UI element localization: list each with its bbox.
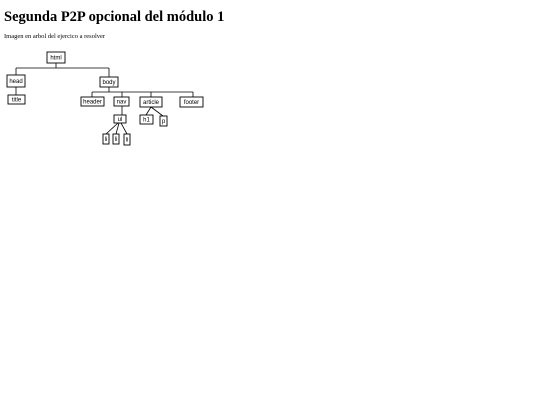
connector-article-p — [150, 106, 164, 117]
tree-node-ul: ul — [113, 114, 127, 124]
node-label-html: html — [50, 56, 61, 62]
node-label-h1: h1 — [143, 118, 150, 124]
node-label-li-1: li — [105, 137, 108, 143]
tree-node-h1: h1 — [139, 114, 154, 125]
page-subtitle: Imagen en arbol del ejercico a resolver — [4, 33, 106, 40]
tree-node-head: head — [6, 74, 26, 88]
tree-node-nav: nav — [113, 96, 130, 107]
tree-node-footer: footer — [179, 96, 204, 108]
node-label-li-3: li — [126, 138, 129, 144]
tree-node-p: p — [159, 115, 168, 127]
node-label-body: body — [102, 80, 115, 86]
tree-node-li-3: li — [123, 133, 131, 146]
node-label-head: head — [9, 79, 22, 85]
node-label-nav: nav — [117, 100, 127, 106]
tree-node-li-1: li — [102, 133, 110, 145]
node-label-title: title — [12, 98, 22, 104]
node-label-header: header — [83, 100, 102, 106]
page-title: Segunda P2P opcional del módulo 1 — [4, 9, 225, 25]
tree-node-li-2: li — [112, 133, 120, 145]
connector-ul-li-1 — [105, 122, 119, 135]
connector-ul-li-2 — [115, 122, 120, 135]
node-label-footer: footer — [184, 100, 199, 106]
node-label-ul: ul — [118, 117, 123, 123]
connector-article-h1 — [145, 106, 152, 116]
connector-ul-li-3 — [120, 122, 128, 135]
tree-node-title: title — [7, 94, 26, 105]
tree-node-body: body — [99, 76, 119, 88]
tree-node-header: header — [80, 96, 105, 107]
node-label-article: article — [143, 100, 160, 106]
node-label-p: p — [162, 119, 166, 125]
tree-node-article: article — [139, 96, 163, 108]
node-label-li-2: li — [115, 137, 118, 143]
tree-node-html: html — [46, 51, 66, 64]
tree-connectors — [15, 63, 194, 135]
